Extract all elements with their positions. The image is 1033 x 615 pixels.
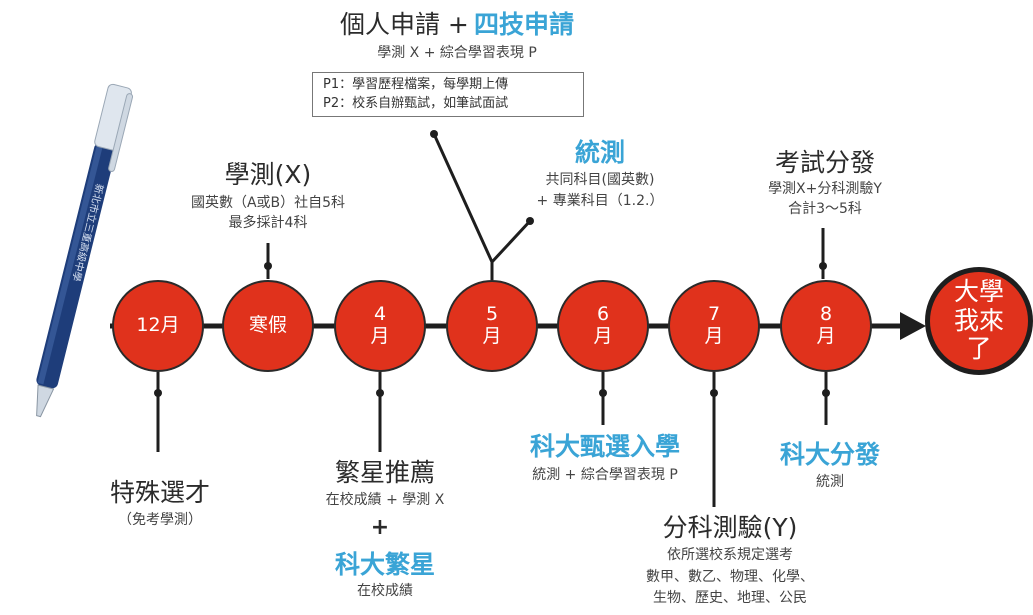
special-selection-title: 特殊選才 xyxy=(109,478,210,507)
node-december: 12月 xyxy=(112,280,204,372)
pen-illustration: 新北市立三重高級中學 xyxy=(36,83,134,418)
gsat-line-2: 最多採計4科 xyxy=(228,215,308,231)
tech-star-subtitle: 在校成績 xyxy=(357,583,413,599)
tech-distribution-title: 科大分發 xyxy=(779,440,880,469)
node-june: 6 月 xyxy=(557,280,649,372)
node-may: 5 月 xyxy=(446,280,538,372)
exam-distribution-line-2: 合計3～5科 xyxy=(788,201,862,217)
personal-application-subtitle: 學測 X + 綜合學習表現 P xyxy=(377,45,537,61)
ast-line-2: 數甲、數乙、物理、化學、 xyxy=(646,569,814,585)
ast-line-1: 依所選校系規定選考 xyxy=(667,547,793,563)
star-plan-title: 繁星推薦 xyxy=(334,458,435,487)
personal-application-title: 個人申請 + 四技申請 xyxy=(339,10,574,39)
tcte-line-1: 共同科目(國英數) xyxy=(545,172,655,188)
timeline-arrowhead xyxy=(900,312,926,340)
tech-star-title: 科大繁星 xyxy=(334,550,435,579)
gsat-line-1: 國英數（A或B）社自5科 xyxy=(190,195,346,211)
gsat-title: 學測(X) xyxy=(224,160,312,189)
exam-distribution-title: 考試分發 xyxy=(774,148,875,177)
node-winter-break: 寒假 xyxy=(222,280,314,372)
tech-selection-subtitle: 統測 + 綜合學習表現 P xyxy=(532,467,678,483)
tech-selection-title: 科大甄選入學 xyxy=(529,432,680,461)
ast-title: 分科測驗(Y) xyxy=(662,513,798,542)
tcte-line-2: + 專業科目（1.2.） xyxy=(536,193,664,209)
node-april: 4 月 xyxy=(334,280,426,372)
note-line-1: P1：學習歷程檔案，每學期上傳 xyxy=(323,77,509,92)
ast-line-3: 生物、歷史、地理、公民 xyxy=(653,590,807,606)
star-plan-subtitle: 在校成績 + 學測 X xyxy=(325,492,445,508)
tech-distribution-subtitle: 統測 xyxy=(816,474,844,490)
star-plan-plus: + xyxy=(370,515,390,540)
special-selection-subtitle: （免考學測） xyxy=(118,512,202,528)
note-line-2: P2：校系自辦甄試，如筆試面試 xyxy=(323,95,509,111)
node-university-goal: 大學 我來 了 xyxy=(925,267,1033,375)
exam-distribution-line-1: 學測X+分科測驗Y xyxy=(768,181,882,197)
node-august: 8 月 xyxy=(780,280,872,372)
node-july: 7 月 xyxy=(668,280,760,372)
portfolio-note-box: P1：學習歷程檔案，每學期上傳 P2：校系自辦甄試，如筆試面試 xyxy=(312,72,584,117)
tcte-title: 統測 xyxy=(574,138,625,167)
